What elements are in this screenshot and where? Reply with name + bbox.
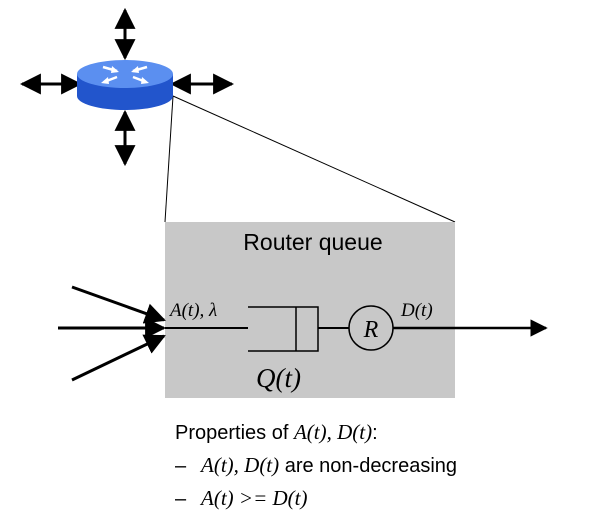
incoming-arrows <box>58 285 167 382</box>
bullet-dash: – <box>175 455 187 477</box>
bullet-dash: – <box>175 488 187 510</box>
arrival-label: A(t), λ <box>168 300 217 321</box>
properties-heading-suffix: : <box>372 422 378 444</box>
router-arrows <box>19 7 235 167</box>
properties-heading: Properties of A(t), D(t): <box>175 416 457 449</box>
property-item: –A(t) >= D(t) <box>175 482 457 515</box>
departure-label: D(t) <box>400 300 433 321</box>
property-item: –A(t), D(t) are non-decreasing <box>175 449 457 482</box>
property-text: are non-decreasing <box>279 455 458 477</box>
zoom-line-left <box>164 95 174 223</box>
zoom-line-right <box>172 95 456 223</box>
property-math: A(t), D(t) <box>201 453 280 477</box>
properties-list: Properties of A(t), D(t): –A(t), D(t) ar… <box>175 416 457 515</box>
queue-box-title: Router queue <box>243 229 382 255</box>
router-icon <box>77 60 173 110</box>
queue-label: Q(t) <box>256 363 301 393</box>
property-math: A(t) >= D(t) <box>201 486 308 510</box>
properties-heading-text: Properties of <box>175 422 294 444</box>
server-label: R <box>363 317 379 343</box>
properties-heading-math: A(t), D(t) <box>293 420 373 444</box>
router-queue-box <box>165 222 455 398</box>
